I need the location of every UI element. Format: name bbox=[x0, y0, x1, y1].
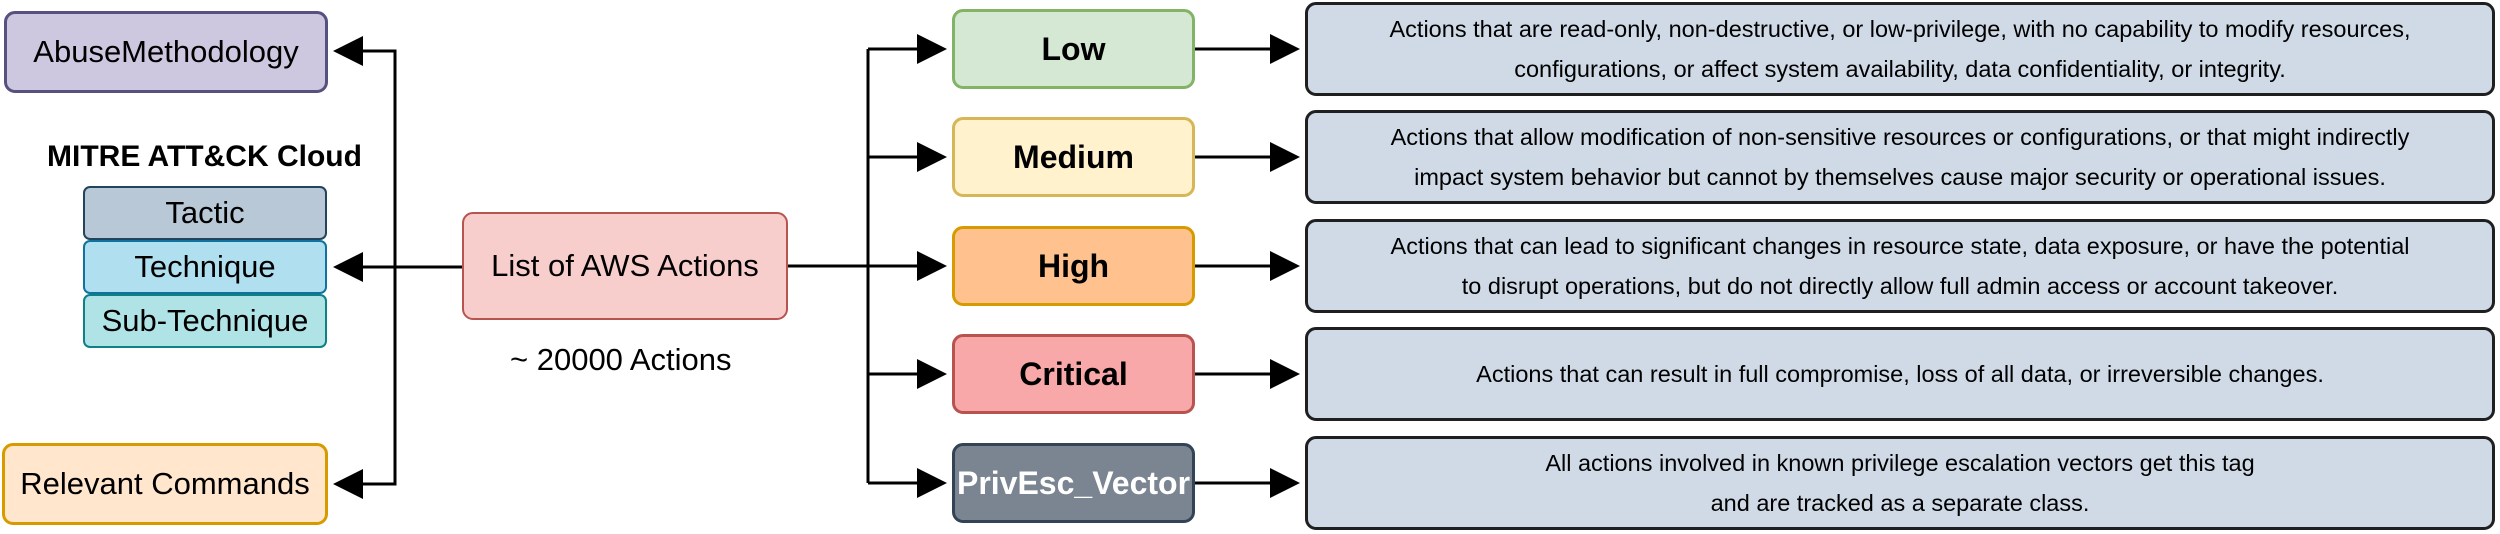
tactic-label: Tactic bbox=[165, 195, 245, 230]
mitre-attack-cloud-title: MITRE ATT&CK Cloud bbox=[47, 140, 362, 173]
technique-label: Technique bbox=[134, 249, 276, 284]
severity-low-label: Low bbox=[1041, 30, 1106, 67]
severity-critical-description-box: Actions that can result in full compromi… bbox=[1305, 327, 2495, 421]
tactic-node: Tactic bbox=[83, 186, 327, 240]
description-line: Actions that can result in full compromi… bbox=[1476, 361, 2324, 387]
description-line: impact system behavior but cannot by the… bbox=[1414, 164, 2386, 190]
severity-privesc-vector-label: PrivEsc_Vector bbox=[956, 464, 1191, 501]
severity-critical-node: Critical bbox=[952, 334, 1195, 414]
severity-high-label: High bbox=[1037, 247, 1110, 284]
severity-high-node: High bbox=[952, 226, 1195, 306]
severity-high-description-box: Actions that can lead to significant cha… bbox=[1305, 219, 2495, 313]
actions-count-caption: ~ 20000 Actions bbox=[510, 342, 732, 377]
relevant-commands-node: Relevant Commands bbox=[2, 443, 328, 525]
description-line: and are tracked as a separate class. bbox=[1710, 490, 2090, 516]
arrow-to-relevant-commands bbox=[333, 267, 397, 499]
technique-node: Technique bbox=[83, 240, 327, 294]
description-line: to disrupt operations, but do not direct… bbox=[1461, 273, 2339, 299]
abuse-methodology-label: AbuseMethodology bbox=[33, 34, 299, 69]
severity-medium-label: Medium bbox=[1013, 138, 1134, 175]
sub-technique-node: Sub-Technique bbox=[83, 294, 327, 348]
severity-privesc-vector-node: PrivEsc_Vector bbox=[952, 443, 1195, 523]
severity-low-node: Low bbox=[952, 9, 1195, 89]
severity-medium-description-box: Actions that allow modification of non-s… bbox=[1305, 110, 2495, 204]
severity-low-description-box: Actions that are read-only, non-destruct… bbox=[1305, 2, 2495, 96]
description-line: Actions that are read-only, non-destruct… bbox=[1389, 16, 2411, 42]
arrow-to-abuse-methodology bbox=[333, 36, 462, 269]
abuse-methodology-node: AbuseMethodology bbox=[4, 11, 328, 93]
sub-technique-label: Sub-Technique bbox=[101, 303, 309, 338]
description-line: Actions that allow modification of non-s… bbox=[1390, 124, 2410, 150]
aws-actions-node: List of AWS Actions bbox=[462, 212, 788, 320]
severity-critical-label: Critical bbox=[1019, 355, 1128, 392]
relevant-commands-label: Relevant Commands bbox=[20, 466, 310, 501]
description-line: All actions involved in known privilege … bbox=[1545, 450, 2255, 476]
severity-privesc-vector-description-box: All actions involved in known privilege … bbox=[1305, 436, 2495, 530]
aws-actions-label: List of AWS Actions bbox=[491, 248, 759, 283]
description-line: configurations, or affect system availab… bbox=[1514, 56, 2286, 82]
severity-medium-node: Medium bbox=[952, 117, 1195, 197]
description-line: Actions that can lead to significant cha… bbox=[1390, 233, 2410, 259]
